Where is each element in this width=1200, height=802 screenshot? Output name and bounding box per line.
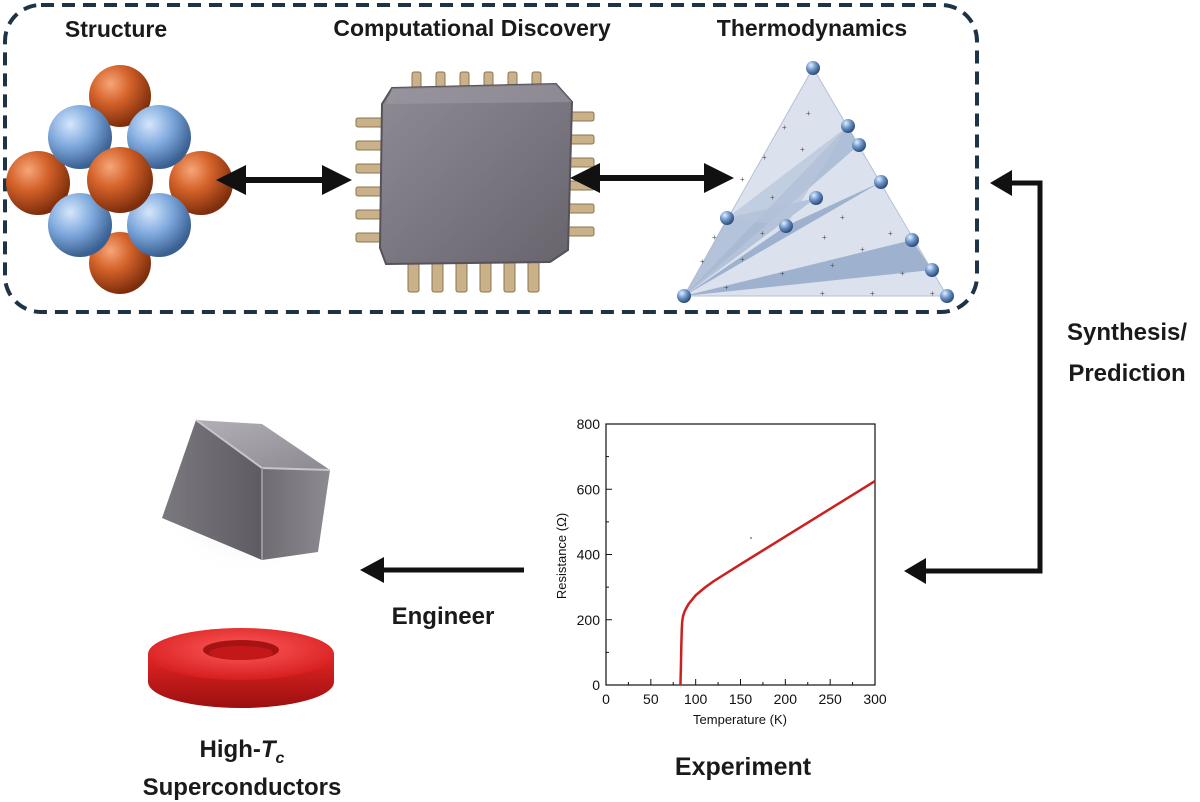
svg-text:+: + [840, 213, 845, 222]
computer-chip-icon [355, 71, 595, 293]
crystal-structure-icon [6, 65, 233, 294]
data-speck [750, 537, 752, 539]
y-tick-label: 0 [592, 677, 600, 693]
svg-text:+: + [806, 109, 811, 118]
high-tc-T: T [261, 736, 278, 763]
chart-xlabel: Temperature (K) [693, 712, 787, 727]
svg-text:+: + [930, 289, 935, 298]
engineer-arrowhead [360, 557, 384, 583]
svg-text:+: + [712, 233, 717, 242]
y-tick-label: 200 [577, 612, 601, 628]
svg-text:+: + [860, 245, 865, 254]
x-tick-label: 250 [818, 691, 842, 707]
svg-text:+: + [870, 289, 875, 298]
svg-text:+: + [740, 175, 745, 184]
computational-discovery-label: Computational Discovery [333, 15, 611, 41]
y-tick-label: 400 [577, 547, 601, 563]
svg-text:+: + [800, 145, 805, 154]
convex-hull-icon: + + + + + + + + + + + + + + + + + + + + + [677, 61, 954, 303]
chart-frame [605, 423, 876, 686]
svg-text:+: + [900, 269, 905, 278]
high-tc-sub: c [276, 750, 285, 767]
superconductor-ring-icon [148, 628, 334, 708]
prediction-label: Prediction [1068, 360, 1185, 387]
high-tc-label: High-Tc [200, 736, 285, 767]
x-tick-label: 150 [729, 691, 753, 707]
resistance-curve [679, 480, 876, 686]
x-tick-label: 100 [684, 691, 708, 707]
y-tick-label: 600 [577, 481, 601, 497]
superconductors-label: Superconductors [143, 774, 342, 801]
svg-text:+: + [888, 229, 893, 238]
structure-label: Structure [65, 16, 167, 42]
svg-text:+: + [782, 123, 787, 132]
computational-frame [3, 3, 979, 314]
svg-text:+: + [700, 257, 705, 266]
svg-text:+: + [770, 193, 775, 202]
svg-text:+: + [822, 233, 827, 242]
synthesis-arrowhead-top [990, 170, 1012, 196]
resistance-chart: 0 50 100 150 200 250 300 0 200 400 600 800 Resistan… [554, 416, 887, 727]
svg-text:+: + [830, 261, 835, 270]
levitating-cube-icon [158, 418, 334, 578]
experiment-label: Experiment [675, 753, 812, 781]
high-tc-prefix: High- [200, 736, 261, 763]
synthesis-label: Synthesis/ [1067, 319, 1187, 346]
svg-text:+: + [780, 269, 785, 278]
svg-text:+: + [760, 229, 765, 238]
chart-ylabel: Resistance (Ω) [554, 513, 569, 599]
svg-text:+: + [724, 283, 729, 292]
y-tick-label: 800 [577, 416, 601, 432]
svg-text:+: + [762, 153, 767, 162]
x-tick-label: 0 [602, 691, 610, 707]
x-tick-label: 200 [774, 691, 798, 707]
synthesis-feedback-arrow [910, 180, 1043, 574]
x-tick-label: 300 [863, 691, 887, 707]
synthesis-arrowhead-bottom [904, 558, 926, 584]
x-tick-label: 50 [643, 691, 659, 707]
thermodynamics-label: Thermodynamics [717, 15, 907, 41]
svg-text:+: + [740, 255, 745, 264]
engineer-label: Engineer [392, 603, 495, 630]
svg-text:+: + [820, 289, 825, 298]
